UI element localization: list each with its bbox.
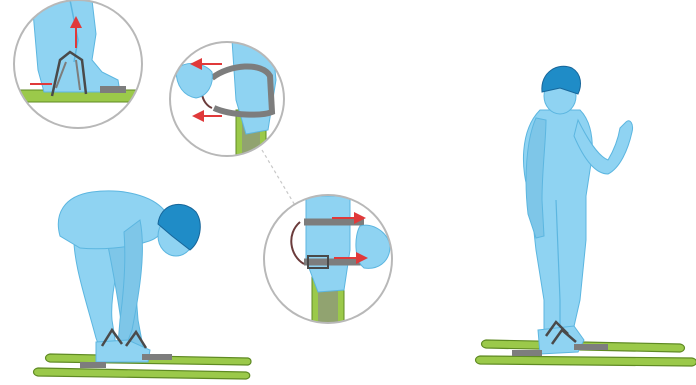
standing-skier [476, 66, 696, 366]
inset-strap-pull-up [10, 0, 150, 130]
ski-right [34, 368, 250, 379]
connector-line [262, 150, 296, 207]
ski-right [476, 356, 696, 366]
inset-strap-pull-back [168, 40, 288, 170]
leg [306, 196, 350, 292]
inset-strap-buckle [262, 194, 396, 330]
bent-over-skier [34, 191, 252, 379]
torso [58, 191, 165, 249]
